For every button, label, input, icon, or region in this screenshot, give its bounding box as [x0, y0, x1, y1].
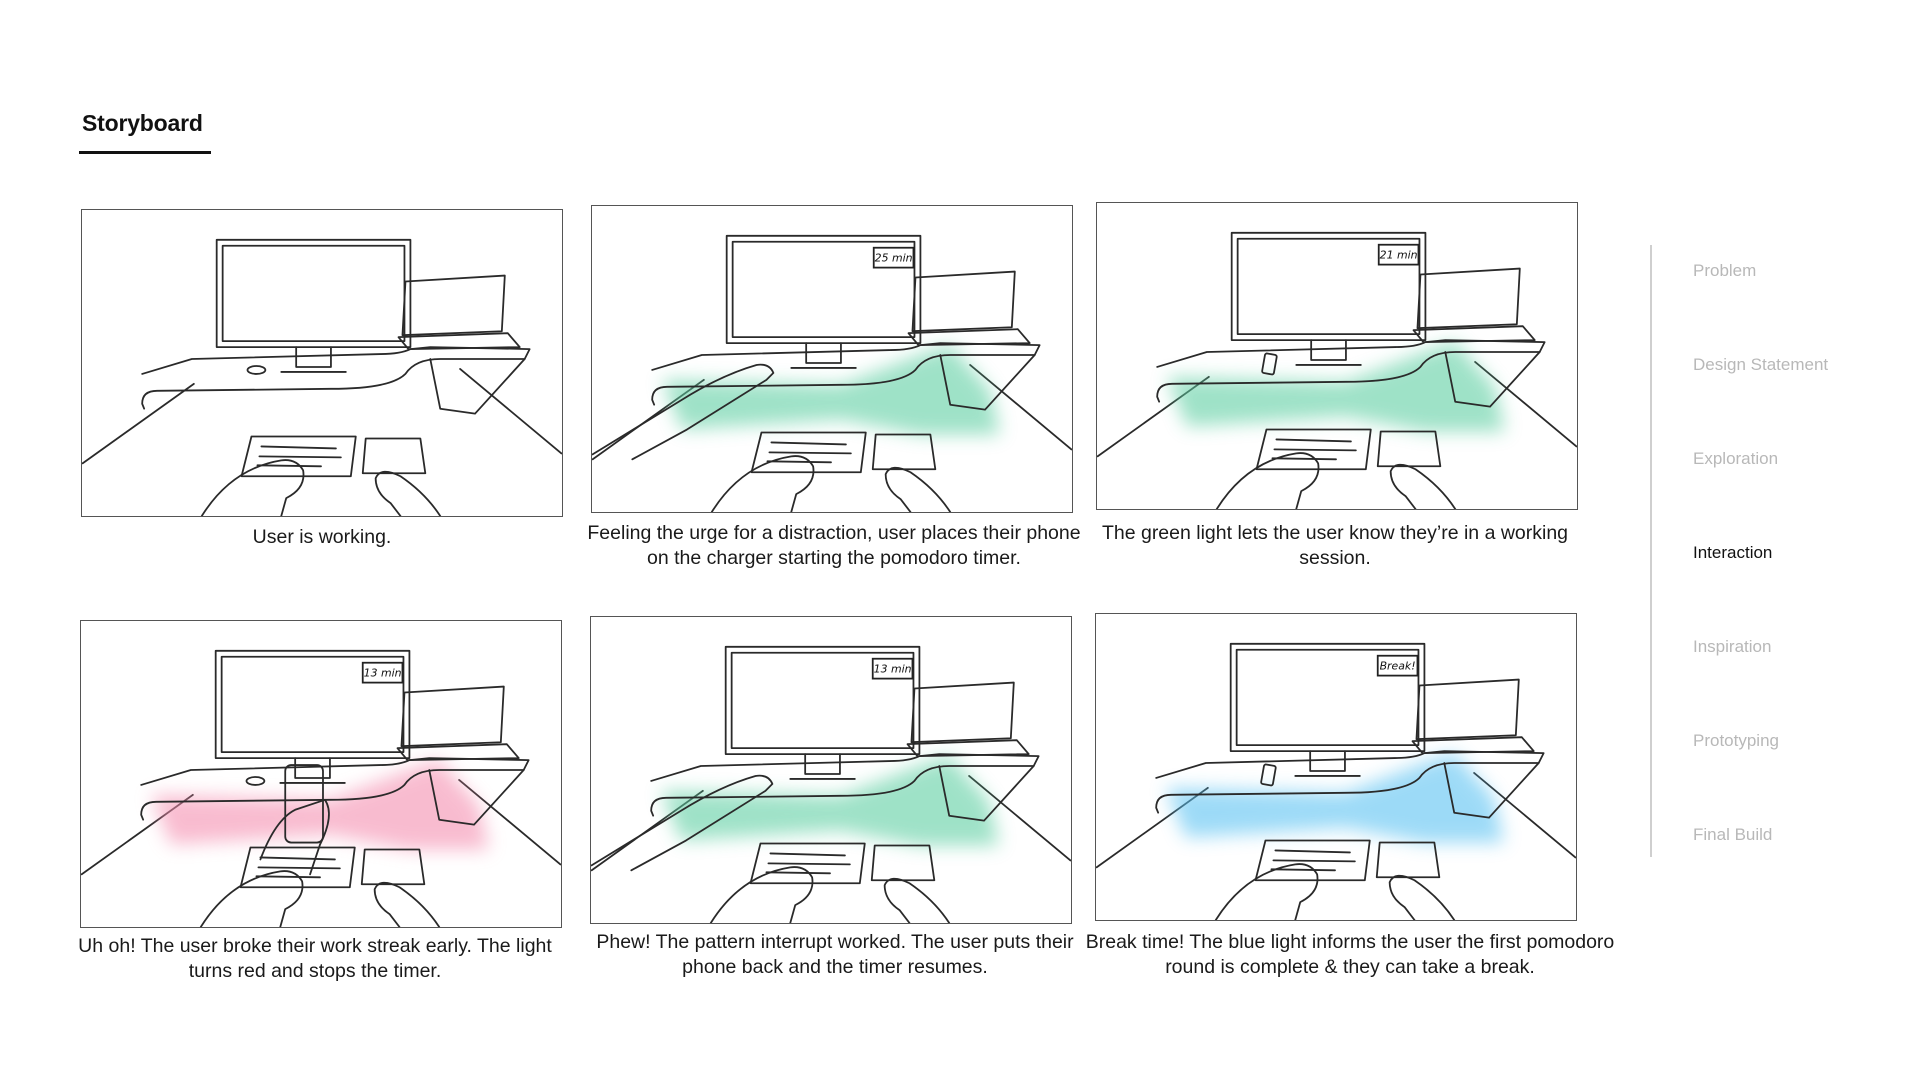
nav-item-prototyping[interactable]: Prototyping — [1693, 731, 1779, 750]
panel-sketch: 13 min — [81, 649, 561, 927]
panel-caption-5: Phew! The pattern interrupt worked. The … — [596, 931, 1074, 978]
storyboard-panel-5: 13 min — [590, 616, 1072, 924]
panel-caption-1: User is working. — [252, 526, 392, 548]
panel-caption-3: The green light lets the user know they’… — [1101, 522, 1569, 569]
light-glow — [151, 760, 489, 850]
timer-label: 13 min — [364, 667, 402, 680]
nav-item-inspiration[interactable]: Inspiration — [1693, 637, 1772, 656]
nav-item-exploration[interactable]: Exploration — [1693, 449, 1779, 468]
page-title: Storyboard — [82, 110, 203, 136]
title-underline — [79, 151, 211, 154]
light-glow — [661, 756, 999, 846]
light-glow — [662, 345, 1000, 435]
panel-sketch: 21 min — [1097, 231, 1577, 509]
panel-caption-2: Feeling the urge for a distraction, user… — [587, 522, 1081, 569]
panel-caption-4: Uh oh! The user broke their work streak … — [78, 935, 552, 982]
storyboard-panel-1 — [81, 209, 563, 517]
storyboard-panel-2: 25 min — [591, 205, 1073, 513]
timer-label: 25 min — [875, 252, 913, 265]
nav-item-interaction[interactable]: Interaction — [1693, 543, 1773, 562]
side-nav-rule — [1650, 245, 1652, 857]
nav-item-problem[interactable]: Problem — [1693, 261, 1757, 280]
timer-display — [1376, 654, 1419, 677]
storyboard-panel-3: 21 min — [1096, 202, 1578, 510]
timer-label: 21 min — [1380, 249, 1418, 262]
panel-sketch — [82, 238, 562, 516]
timer-label: 13 min — [874, 663, 912, 676]
panel-sketch: 25 min — [592, 234, 1072, 512]
nav-item-final-build[interactable]: Final Build — [1693, 825, 1773, 844]
timer-display — [872, 246, 915, 269]
panel-sketch: Break! — [1096, 642, 1576, 920]
storyboard-panel-6: Break! — [1095, 613, 1577, 921]
panel-sketch: 13 min — [591, 645, 1071, 923]
timer-display — [1377, 243, 1420, 266]
nav-item-design-statement[interactable]: Design Statement — [1693, 355, 1829, 374]
timer-label: Break! — [1380, 660, 1416, 673]
timer-display — [871, 657, 914, 680]
light-glow — [1167, 342, 1505, 432]
storyboard-panel-4: 13 min — [80, 620, 562, 928]
panel-caption-6: Break time! The blue light informs the u… — [1085, 931, 1615, 978]
light-glow — [1166, 753, 1504, 843]
timer-display — [361, 661, 404, 684]
